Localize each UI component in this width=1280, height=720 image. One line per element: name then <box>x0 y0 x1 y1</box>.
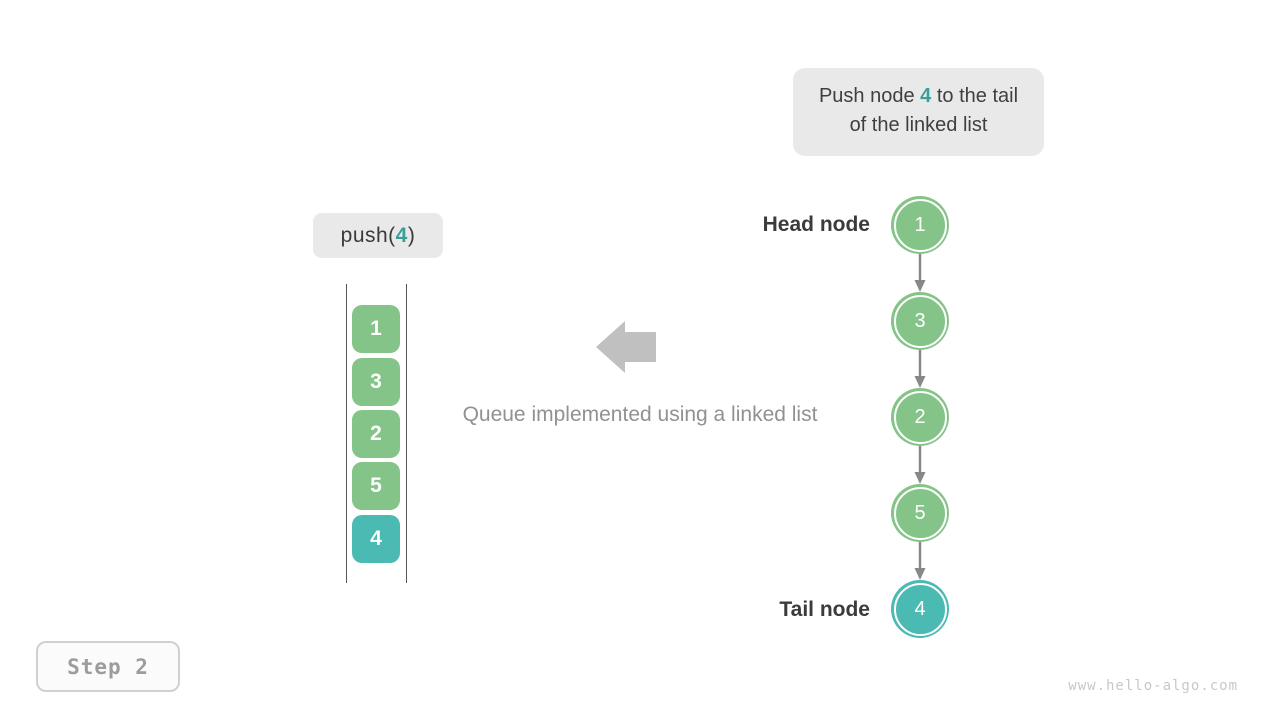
list-node-value: 4 <box>914 597 926 620</box>
list-node: 1 <box>891 196 949 254</box>
queue-cell: 5 <box>352 462 400 510</box>
watermark: www.hello-algo.com <box>1068 678 1238 694</box>
queue-left-wall <box>346 284 347 583</box>
queue-cell-value: 3 <box>370 370 382 393</box>
arrow-down-icon <box>914 254 926 292</box>
tooltip-text-after: to the tail of the linked list <box>849 85 1019 136</box>
list-node: 2 <box>891 388 949 446</box>
queue-cell: 4 <box>352 515 400 563</box>
operation-arg: 4 <box>395 223 408 247</box>
left-block-arrow-icon <box>596 321 656 373</box>
queue-cell-value: 5 <box>370 474 382 497</box>
queue-right-wall <box>406 284 407 583</box>
queue-cell: 3 <box>352 358 400 406</box>
list-node: 3 <box>891 292 949 350</box>
queue-cell-value: 4 <box>370 527 382 550</box>
arrow-down-icon <box>914 542 926 580</box>
tail-node-label: Tail node <box>779 598 870 621</box>
queue-cell-value: 2 <box>370 422 382 445</box>
list-node-value: 1 <box>914 213 926 236</box>
tooltip-highlight-value: 4 <box>920 85 932 107</box>
list-node: 5 <box>891 484 949 542</box>
tooltip-text-before: Push node <box>818 85 921 107</box>
list-node-value: 3 <box>914 309 926 332</box>
arrow-down-icon <box>914 350 926 388</box>
operation-suffix: ) <box>407 223 416 247</box>
queue-cell: 1 <box>352 305 400 353</box>
queue-cell-value: 1 <box>370 317 382 340</box>
push-tooltip: Push node 4 to the tail of the linked li… <box>793 68 1044 156</box>
head-node-label: Head node <box>762 213 870 236</box>
list-node-value: 5 <box>914 501 926 524</box>
list-node-value: 2 <box>914 405 926 428</box>
step-badge: Step 2 <box>36 641 180 692</box>
arrow-down-icon <box>914 446 926 484</box>
queue-cell: 2 <box>352 410 400 458</box>
operation-prefix: push( <box>340 223 396 247</box>
operation-label: push(4) <box>313 213 443 258</box>
list-node: 4 <box>891 580 949 638</box>
diagram-caption: Queue implemented using a linked list <box>462 403 818 426</box>
